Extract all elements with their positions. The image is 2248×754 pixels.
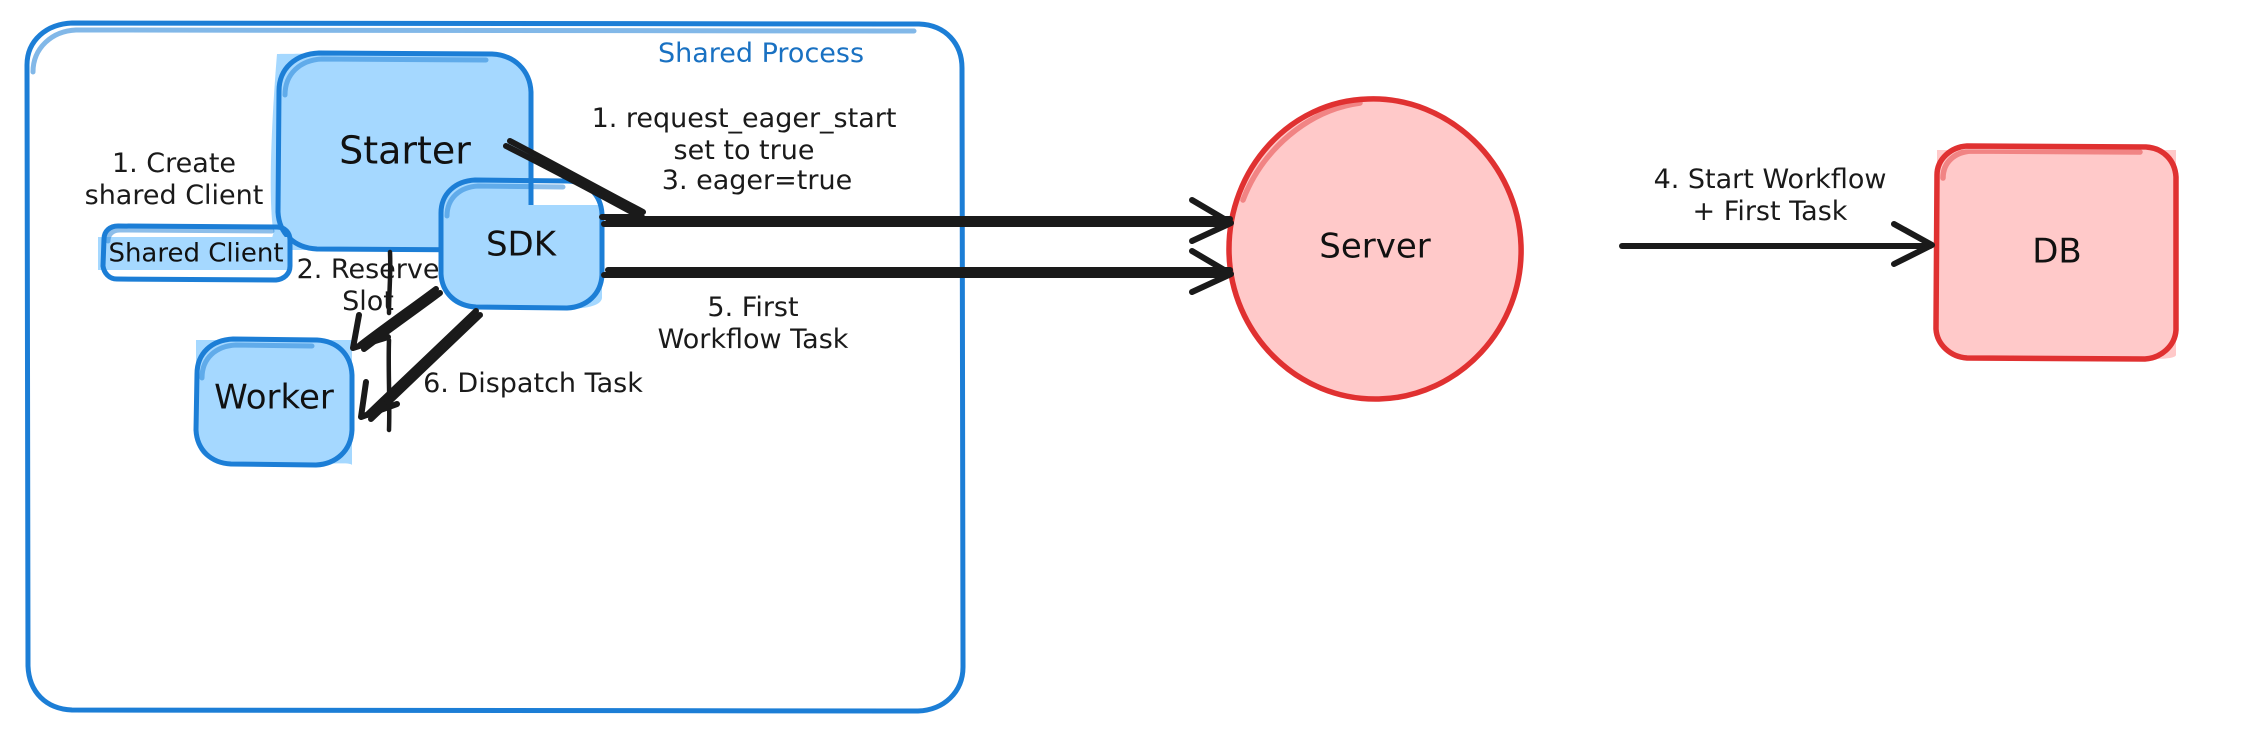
edge-label-eager-true: 3. eager=true	[662, 165, 852, 196]
node-label-server: Server	[1319, 227, 1431, 267]
group-shared-process: Shared Process	[24, 20, 966, 714]
node-label-starter: Starter	[339, 129, 471, 173]
node-shared-client[interactable]: Shared Client	[98, 223, 293, 283]
edge-reserve-slot: 2. Reserve Slot	[297, 254, 443, 352]
edge-label-reserve-slot-line2: Slot	[342, 286, 394, 317]
edge-label-create-shared-client-line2: shared Client	[85, 180, 264, 211]
node-label-worker: Worker	[214, 378, 334, 418]
edge-dispatch-task: 6. Dispatch Task	[358, 308, 643, 422]
edge-request-eager-start: 1. request_eager_start set to true	[503, 103, 897, 220]
edge-label-create-shared-client-line1: 1. Create	[112, 148, 236, 179]
edge-label-first-workflow-task-line2: Workflow Task	[658, 324, 849, 355]
edge-start-workflow: 4. Start Workflow + First Task	[1619, 164, 1935, 267]
node-worker[interactable]: Worker	[193, 336, 355, 468]
node-starter[interactable]: Starter	[270, 50, 534, 253]
group-label-shared-process: Shared Process	[658, 38, 864, 69]
node-server[interactable]: Server	[1226, 96, 1524, 402]
edge-eager-true: 3. eager=true	[601, 165, 1234, 244]
node-label-sdk: SDK	[486, 225, 558, 265]
edge-label-request-eager-start-line2: set to true	[674, 135, 815, 166]
edge-label-first-workflow-task-line1: 5. First	[707, 292, 798, 323]
edge-create-shared-client: 1. Create shared Client	[85, 148, 393, 433]
edge-first-workflow-task: 5. First Workflow Task	[601, 248, 1234, 355]
edge-label-reserve-slot-line1: 2. Reserve	[297, 254, 440, 285]
edge-label-start-workflow-line2: + First Task	[1693, 196, 1848, 227]
edge-label-request-eager-start-line1: 1. request_eager_start	[592, 103, 897, 134]
node-db[interactable]: DB	[1933, 143, 2179, 362]
node-label-shared-client: Shared Client	[108, 239, 283, 269]
edge-label-dispatch-task: 6. Dispatch Task	[423, 368, 643, 399]
edge-label-start-workflow-line1: 4. Start Workflow	[1654, 164, 1887, 195]
node-label-db: DB	[2032, 232, 2082, 272]
